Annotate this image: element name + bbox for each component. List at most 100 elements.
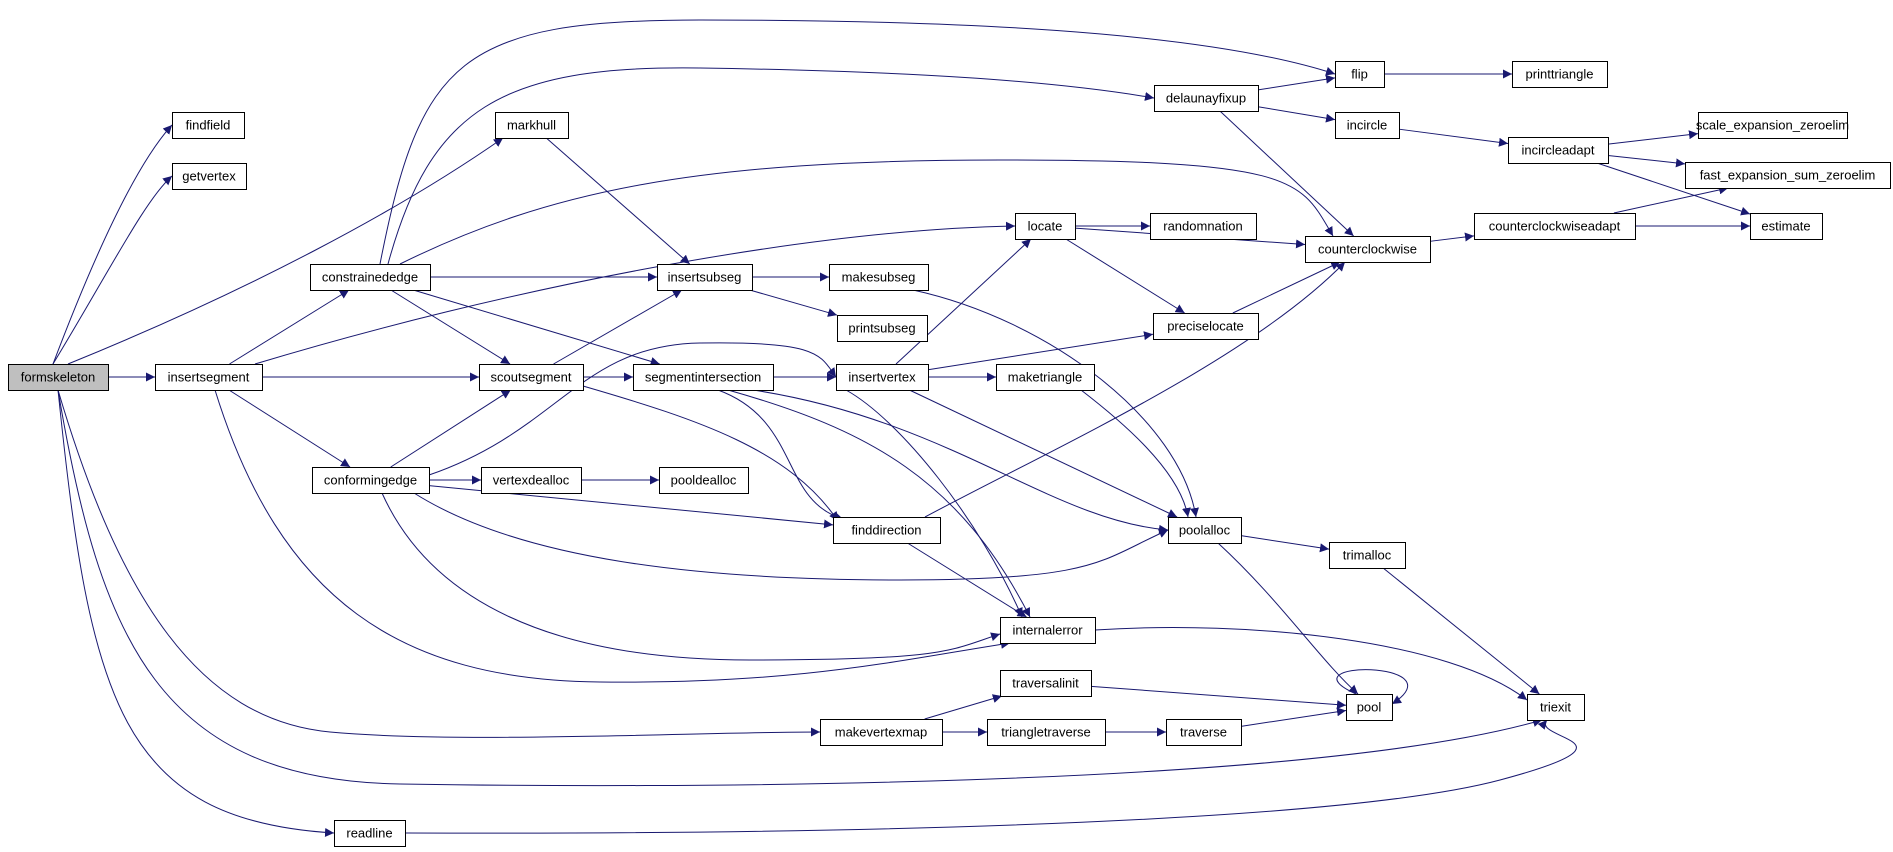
node-insertvertex[interactable]: insertvertex — [836, 364, 929, 391]
node-box-maketriangle[interactable] — [996, 364, 1095, 391]
node-findfield[interactable]: findfield — [172, 112, 245, 139]
node-label-scoutsegment: scoutsegment — [491, 370, 572, 385]
node-box-fast_expansion_sum_zeroelim[interactable] — [1685, 162, 1891, 189]
node-estimate[interactable]: estimate — [1750, 213, 1823, 240]
node-locate[interactable]: locate — [1015, 213, 1076, 240]
node-preciselocate[interactable]: preciselocate — [1153, 313, 1259, 340]
node-incircle[interactable]: incircle — [1335, 112, 1400, 139]
node-scale_expansion_zeroelim[interactable]: scale_expansion_zeroelim — [1696, 112, 1849, 139]
edge-delaunayfixup-to-counterclockwise — [1219, 110, 1354, 237]
node-formskeleton[interactable]: formskeleton — [8, 364, 109, 391]
node-box-flip[interactable] — [1335, 61, 1385, 88]
node-conformingedge[interactable]: conformingedge — [312, 467, 430, 494]
node-box-locate[interactable] — [1015, 213, 1076, 240]
node-printsubseg[interactable]: printsubseg — [837, 315, 928, 342]
node-counterclockwiseadapt[interactable]: counterclockwiseadapt — [1474, 213, 1636, 240]
node-delaunayfixup[interactable]: delaunayfixup — [1154, 85, 1259, 112]
node-box-findfield[interactable] — [172, 112, 245, 139]
node-label-getvertex: getvertex — [182, 169, 236, 184]
node-box-markhull[interactable] — [495, 112, 569, 139]
node-readline[interactable]: readline — [334, 820, 406, 847]
node-label-formskeleton: formskeleton — [21, 370, 95, 385]
edge-formskeleton-to-triexit — [57, 389, 1543, 787]
node-insertsubseg[interactable]: insertsubseg — [657, 264, 753, 291]
node-label-pool: pool — [1357, 700, 1382, 715]
node-triangletraverse[interactable]: triangletraverse — [987, 719, 1106, 746]
edge-incircleadapt-to-estimate — [1596, 162, 1751, 216]
node-incircleadapt[interactable]: incircleadapt — [1508, 137, 1609, 164]
edge-conformingedge-to-insertvertex — [428, 342, 837, 476]
node-box-insertvertex[interactable] — [836, 364, 929, 391]
node-box-pooldealloc[interactable] — [659, 467, 749, 494]
node-finddirection[interactable]: finddirection — [833, 517, 941, 544]
node-poolalloc[interactable]: poolalloc — [1168, 517, 1242, 544]
edge-finddirection-to-internalerror — [907, 542, 1027, 618]
node-box-constrainededge[interactable] — [310, 264, 431, 291]
node-constrainededge[interactable]: constrainededge — [310, 264, 431, 291]
node-insertsegment[interactable]: insertsegment — [155, 364, 263, 391]
node-box-trimalloc[interactable] — [1329, 542, 1406, 569]
node-box-conformingedge[interactable] — [312, 467, 430, 494]
node-internalerror[interactable]: internalerror — [1000, 617, 1096, 644]
node-box-poolalloc[interactable] — [1168, 517, 1242, 544]
node-box-vertexdealloc[interactable] — [481, 467, 582, 494]
node-trimalloc[interactable]: trimalloc — [1329, 542, 1406, 569]
node-scoutsegment[interactable]: scoutsegment — [479, 364, 584, 391]
node-randomnation[interactable]: randomnation — [1150, 213, 1257, 240]
node-box-counterclockwiseadapt[interactable] — [1474, 213, 1636, 240]
node-box-estimate[interactable] — [1750, 213, 1823, 240]
node-triexit[interactable]: triexit — [1527, 694, 1585, 721]
node-box-pool[interactable] — [1346, 694, 1393, 721]
edge-insertsegment-to-locate — [254, 221, 1016, 365]
node-box-triangletraverse[interactable] — [987, 719, 1106, 746]
node-label-conformingedge: conformingedge — [324, 473, 417, 488]
node-box-counterclockwise[interactable] — [1305, 236, 1431, 263]
node-label-printsubseg: printsubseg — [848, 321, 915, 336]
node-flip[interactable]: flip — [1335, 61, 1385, 88]
node-box-finddirection[interactable] — [833, 517, 941, 544]
node-getvertex[interactable]: getvertex — [172, 163, 247, 190]
node-makevertexmap[interactable]: makevertexmap — [820, 719, 943, 746]
node-box-preciselocate[interactable] — [1153, 313, 1259, 340]
node-box-scale_expansion_zeroelim[interactable] — [1698, 112, 1848, 139]
node-label-vertexdealloc: vertexdealloc — [493, 473, 570, 488]
node-box-traversalinit[interactable] — [1000, 670, 1092, 697]
node-box-makesubseg[interactable] — [829, 264, 929, 291]
node-box-randomnation[interactable] — [1150, 213, 1257, 240]
node-pool[interactable]: pool — [1346, 694, 1393, 721]
node-box-insertsubseg[interactable] — [657, 264, 753, 291]
node-box-triexit[interactable] — [1527, 694, 1585, 721]
node-box-insertsegment[interactable] — [155, 364, 263, 391]
node-label-estimate: estimate — [1761, 219, 1810, 234]
node-box-printsubseg[interactable] — [837, 315, 928, 342]
node-pooldealloc[interactable]: pooldealloc — [659, 467, 749, 494]
node-fast_expansion_sum_zeroelim[interactable]: fast_expansion_sum_zeroelim — [1685, 162, 1891, 189]
node-label-preciselocate: preciselocate — [1167, 319, 1244, 334]
edge-insertsegment-to-conformingedge — [228, 389, 351, 468]
node-box-getvertex[interactable] — [172, 163, 247, 190]
node-traversalinit[interactable]: traversalinit — [1000, 670, 1092, 697]
node-vertexdealloc[interactable]: vertexdealloc — [481, 467, 582, 494]
node-markhull[interactable]: markhull — [495, 112, 569, 139]
node-segmentintersection[interactable]: segmentintersection — [633, 364, 774, 391]
edge-insertsegment-to-internalerror — [214, 389, 1011, 683]
node-box-internalerror[interactable] — [1000, 617, 1096, 644]
node-box-printtriangle[interactable] — [1512, 61, 1608, 88]
node-box-delaunayfixup[interactable] — [1154, 85, 1259, 112]
node-traverse[interactable]: traverse — [1166, 719, 1242, 746]
node-label-traversalinit: traversalinit — [1012, 676, 1079, 691]
node-box-segmentintersection[interactable] — [633, 364, 774, 391]
node-counterclockwise[interactable]: counterclockwise — [1305, 236, 1431, 263]
node-box-makevertexmap[interactable] — [820, 719, 943, 746]
node-box-incircleadapt[interactable] — [1508, 137, 1609, 164]
node-makesubseg[interactable]: makesubseg — [829, 264, 929, 291]
node-printtriangle[interactable]: printtriangle — [1512, 61, 1608, 88]
node-maketriangle[interactable]: maketriangle — [996, 364, 1095, 391]
node-box-traverse[interactable] — [1166, 719, 1242, 746]
node-box-readline[interactable] — [334, 820, 406, 847]
nodes-layer: formskeleton findfield getvertex insertsegm… — [8, 61, 1891, 847]
node-box-incircle[interactable] — [1335, 112, 1400, 139]
node-box-scoutsegment[interactable] — [479, 364, 584, 391]
edge-finddirection-to-counterclockwise — [924, 261, 1346, 518]
node-box-formskeleton[interactable] — [8, 364, 109, 391]
